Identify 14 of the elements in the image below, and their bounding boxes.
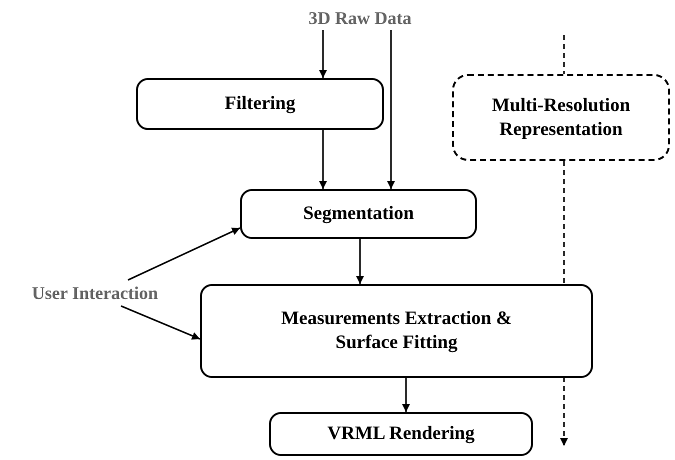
process-box: Measurements Extraction & Surface Fitting (200, 284, 593, 378)
arrow (120, 305, 200, 340)
arrow (128, 227, 240, 281)
process-box: VRML Rendering (269, 412, 533, 456)
text-label: User Interaction (6, 280, 184, 306)
arrow (356, 239, 364, 284)
arrow (387, 30, 395, 189)
dashed-process-box: Multi-Resolution Representation (452, 74, 670, 161)
text-label: 3D Raw Data (300, 6, 420, 30)
process-box: Filtering (136, 78, 384, 130)
process-box: Segmentation (240, 189, 477, 239)
arrow (319, 30, 327, 78)
arrow (402, 378, 410, 412)
arrow (319, 130, 327, 189)
